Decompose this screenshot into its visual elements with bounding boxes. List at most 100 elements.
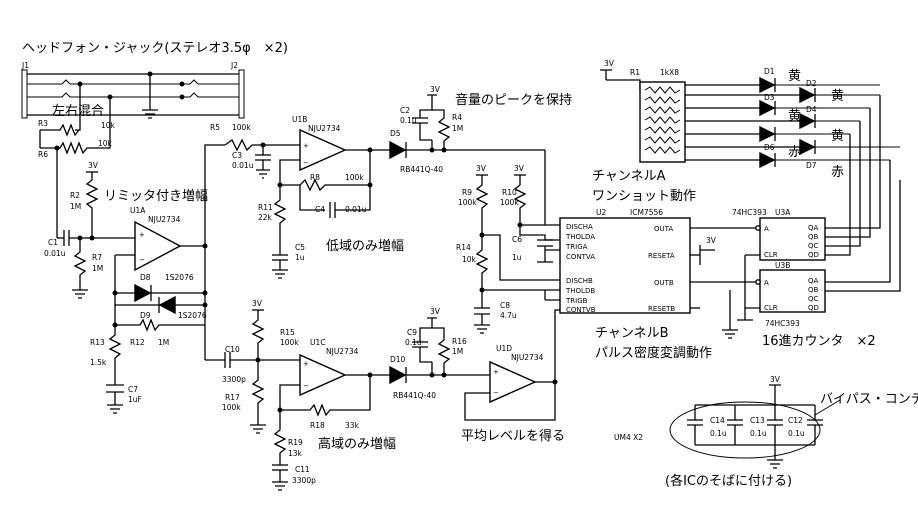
r12-value: 1M [158, 338, 169, 347]
r3-value: 10k [101, 121, 116, 130]
c11-value: 3300p [292, 476, 316, 485]
c3-ref: C3 [232, 151, 242, 160]
vcc-label-r10: 3V [514, 164, 525, 173]
u3b-ref: U3B [775, 261, 790, 270]
u3-part-bottom: 74HC393 [765, 319, 800, 328]
d3-color: 黄 [788, 109, 801, 124]
c4-value: 0.01u [345, 205, 367, 214]
svg-text:+: + [303, 360, 309, 368]
r16-value: 1M [452, 347, 463, 356]
counter-ic-u3 [722, 95, 901, 339]
average-buffer: + − [464, 309, 560, 421]
d8-part: 1S2076 [165, 273, 194, 282]
u3a-pin-qc: QC [808, 242, 819, 250]
r6-ref: R6 [38, 150, 48, 159]
u1c-part: NJU2734 [326, 347, 359, 356]
u1a-ref: U1A [130, 206, 146, 215]
d6-color: 赤 [788, 145, 801, 160]
vcc-label-c2: 3V [430, 85, 441, 94]
c13-ref: C13 [750, 416, 765, 425]
r18-ref: R18 [310, 421, 325, 430]
lr-mix-label: 左右混合 [52, 104, 104, 119]
d4-color: 黄 [831, 129, 844, 144]
vcc-label-bypass: 3V [770, 375, 781, 384]
d5-ref: D5 [390, 129, 401, 138]
r17-value: 100k [222, 403, 241, 412]
c1-value: 0.01u [44, 249, 66, 258]
r14-ref: R14 [456, 243, 471, 252]
u2-ref: U2 [596, 208, 606, 217]
r19-ref: R19 [288, 438, 303, 447]
r3-ref: R3 [38, 119, 48, 128]
svg-text:+: + [493, 368, 499, 376]
r9-ref: R9 [462, 188, 472, 197]
r2-ref: R2 [70, 191, 80, 200]
high-pass-amplifier: + − [205, 309, 470, 491]
u3a-pin-a: A [764, 225, 769, 233]
u3b-pin-qa: QA [808, 277, 819, 285]
bypass-label: バイパス・コンデンサ [820, 391, 918, 407]
d2-ref: D2 [806, 79, 817, 88]
svg-text:−: − [493, 389, 499, 397]
u3-part-top: 74HC393 [732, 208, 767, 217]
vcc-label-r1: 3V [604, 59, 615, 68]
r8-ref: R8 [310, 173, 320, 182]
r10-value: 100k [500, 198, 519, 207]
u3b-pin-qd: QD [808, 304, 819, 312]
u2-pin-triga: TRIGA [565, 243, 588, 251]
r2-value: 1M [70, 202, 81, 211]
u2-pin-contvb: CONTVB [566, 306, 596, 314]
r7-value: 1M [92, 264, 103, 273]
d7-color: 赤 [831, 165, 844, 180]
u2-pin-outb: OUTB [654, 279, 674, 287]
headphone-jacks [21, 69, 245, 126]
u3a-pin-qa: QA [808, 224, 819, 232]
u2-pin-tholdb: THOLDB [565, 287, 595, 295]
d1-ref: D1 [764, 67, 775, 76]
c8-value: 4.7u [500, 311, 517, 320]
vcc-label-u2: 3V [706, 236, 717, 245]
u1d-ref: U1D [496, 344, 512, 353]
c10-ref: C10 [225, 345, 240, 354]
d9-ref: D9 [140, 311, 151, 320]
limiter-amp-label: リミッタ付き増幅 [104, 189, 208, 204]
channel-b-label: チャンネルB [595, 326, 669, 341]
u3a-ref: U3A [775, 208, 791, 217]
c14-value: 0.1u [710, 429, 727, 438]
r1-value: 1kX8 [660, 68, 679, 77]
u2-part: ICM7556 [630, 208, 663, 217]
svg-text:+: + [303, 142, 309, 150]
channel-b-mode-label: パルス密度変調動作 [595, 345, 712, 361]
d10-part: RB441Q-40 [393, 391, 436, 400]
vcc-label-r15: 3V [252, 299, 263, 308]
r7-ref: R7 [92, 253, 102, 262]
input-mixer [39, 118, 111, 238]
text-labels: ヘッドフォン・ジャック(ステレオ3.5φ ×2) J1 J2 左右混合 リミッタ… [21, 41, 918, 489]
d1-color: 黄 [788, 69, 801, 84]
r16-ref: R16 [452, 337, 467, 346]
c1-ref: C1 [48, 238, 58, 247]
d7-ref: D7 [806, 161, 817, 170]
vcc-label-r2: 3V [88, 161, 99, 170]
c5-ref: C5 [295, 243, 305, 252]
jack-j1-label: J1 [21, 61, 29, 70]
c7-value: 1uF [128, 395, 142, 404]
r4-value: 1M [452, 124, 463, 133]
um4-label: UM4 X2 [614, 433, 643, 442]
timer-rc-network [474, 174, 560, 334]
r1-ref: R1 [630, 68, 640, 77]
u1a-part: NJU2734 [148, 215, 181, 224]
c9-value: 0.1u [405, 338, 422, 347]
c11-ref: C11 [295, 465, 310, 474]
c12-ref: C12 [788, 416, 803, 425]
c5-value: 1u [295, 253, 305, 262]
counter-label: 16進カウンタ ×2 [762, 334, 876, 349]
u1b-part: NJU2734 [308, 124, 341, 133]
headphone-jack-heading: ヘッドフォン・ジャック(ステレオ3.5φ ×2) [22, 41, 288, 56]
timer-ic-u2 [559, 217, 730, 314]
r9-value: 100k [458, 198, 477, 207]
u2-pin-contva: CONTVA [566, 253, 595, 261]
r19-value: 13k [288, 449, 303, 458]
vcc-label-c9: 3V [430, 307, 441, 316]
c12-value: 0.1u [788, 429, 805, 438]
